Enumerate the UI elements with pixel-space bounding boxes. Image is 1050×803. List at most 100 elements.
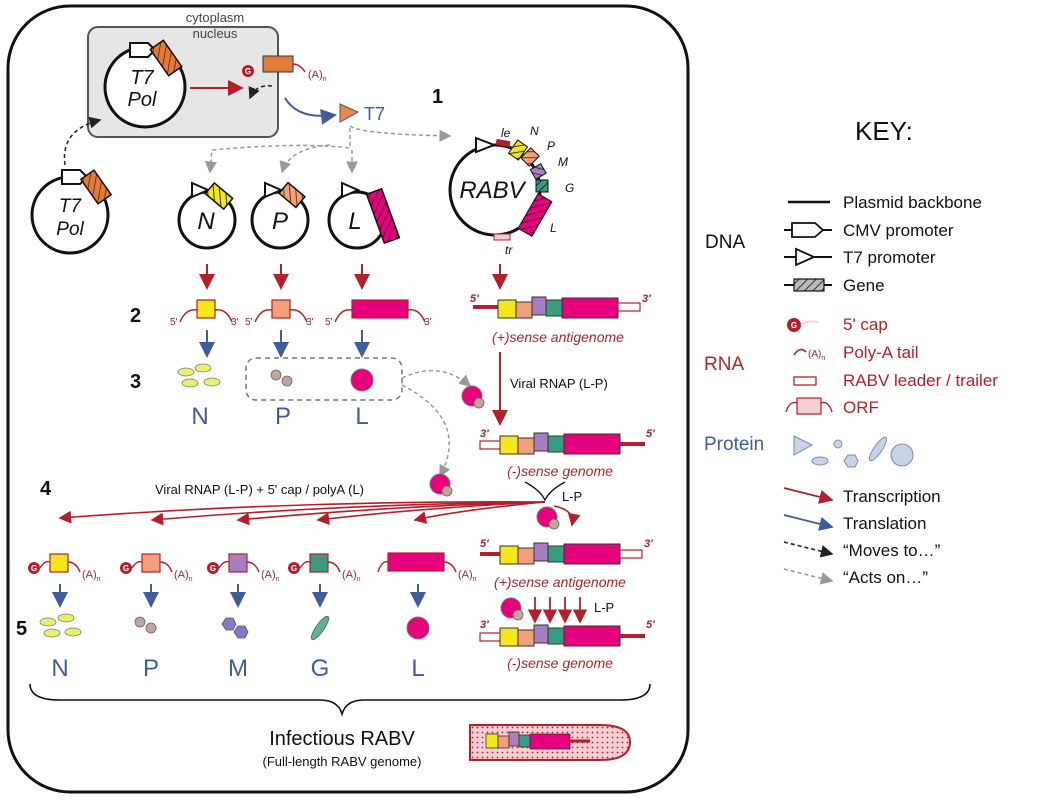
- key-rna-item-4: ORF: [843, 398, 879, 417]
- antigenome-row2: 5' 3': [470, 293, 651, 319]
- svg-text:(A)n: (A)n: [808, 349, 825, 362]
- rabv-seg-tr: tr: [505, 243, 513, 257]
- n-plasmid: N: [177, 181, 237, 250]
- svg-text:(A)n: (A)n: [342, 569, 361, 583]
- protein-l-row3: [350, 368, 374, 392]
- svg-text:5': 5': [170, 317, 178, 328]
- rnap-complex-b: [429, 473, 453, 497]
- protein-l-row5: [406, 616, 430, 640]
- transcription-fan: [58, 501, 546, 526]
- mrna-row4-m: G (A)n: [207, 553, 280, 583]
- arrow-lp-replication: [553, 505, 581, 527]
- svg-text:(A)n: (A)n: [174, 569, 193, 583]
- svg-text:L: L: [348, 208, 361, 235]
- row5-label-g: G: [311, 655, 330, 682]
- t7-protein-triangle: [339, 103, 360, 123]
- step-4: 4: [40, 478, 52, 500]
- label-viral-rnap: Viral RNAP (L-P): [510, 376, 608, 391]
- svg-text:G: G: [210, 564, 216, 573]
- key-rna-label: RNA: [704, 354, 744, 375]
- svg-text:G: G: [245, 67, 251, 76]
- label-plus-antigenome-2: (+)sense antigenome: [494, 574, 626, 590]
- step-1: 1: [432, 86, 443, 108]
- arrow-translation-t7: [284, 97, 337, 125]
- label-plus-antigenome-1: (+)sense antigenome: [492, 329, 624, 345]
- rabv-seg-n: N: [530, 124, 539, 138]
- t7pol-plasmid-cytoplasm: T7 Pol: [30, 169, 113, 255]
- key-cap-icon: G: [787, 318, 819, 332]
- svg-text:RABV: RABV: [459, 177, 526, 204]
- rabv-seg-le: le: [501, 126, 511, 140]
- arrow-rnp-to-step4: [401, 384, 451, 478]
- svg-text:Pol: Pol: [56, 219, 84, 240]
- protein-g-row5: [310, 615, 330, 641]
- svg-text:3': 3': [480, 619, 489, 631]
- key-protein-label: Protein: [704, 434, 764, 455]
- key-arrow-4: “Acts on…”: [843, 568, 928, 587]
- rnap-complex-a: [461, 385, 485, 409]
- svg-text:3': 3': [480, 428, 489, 440]
- t7pol-mrna: G (A)n: [242, 55, 327, 83]
- arrow-acts-on-n: [204, 128, 351, 174]
- key-arrow-3: “Moves to…”: [843, 541, 941, 560]
- label-viral-rnap-cap: Viral RNAP (L-P) + 5' cap / polyA (L): [155, 482, 364, 497]
- key-rna-item-2: Poly-A tail: [843, 343, 919, 362]
- row5-label-p: P: [143, 655, 159, 682]
- step-3: 3: [130, 371, 141, 393]
- row3-label-p: P: [275, 403, 291, 430]
- l-plasmid: L: [327, 181, 401, 250]
- mrna-l: 5' 3': [325, 299, 432, 328]
- mrna-row4-n: G (A)n: [28, 553, 101, 583]
- svg-text:5': 5': [646, 619, 655, 631]
- row3-label-l: L: [355, 403, 368, 430]
- label-lp-1: L-P: [562, 489, 582, 504]
- minus-genome-row3: 3' 5': [479, 428, 655, 455]
- key-arrow-2: Translation: [843, 514, 926, 533]
- key-orf-icon: [785, 397, 833, 415]
- svg-text:3': 3': [642, 293, 651, 305]
- rnap-complex-d: [500, 597, 524, 621]
- rabv-seg-p: P: [547, 139, 555, 153]
- step-5: 5: [16, 618, 27, 640]
- row3-label-n: N: [191, 403, 208, 430]
- svg-text:G: G: [291, 564, 297, 573]
- row5-label-n: N: [51, 655, 68, 682]
- rnap-complex-c: [536, 506, 560, 530]
- key-transcription-arrow-icon: [783, 487, 834, 504]
- bottom-brace: [29, 683, 651, 717]
- rabv-virion: [469, 724, 632, 761]
- rabv-seg-g: G: [565, 181, 574, 195]
- svg-text:3': 3': [424, 317, 432, 328]
- svg-text:5': 5': [480, 538, 489, 550]
- protein-m-row5: [221, 617, 249, 639]
- arrow-moves-mrna-out: [248, 85, 273, 100]
- mrna-n: 5' 3': [170, 299, 239, 328]
- mrna-p: 5' 3': [245, 299, 314, 328]
- antigenome-row4: 5' 3': [480, 538, 653, 565]
- svg-text:3': 3': [644, 538, 653, 550]
- key-dna-item-2: CMV promoter: [843, 221, 954, 240]
- bottom-subtitle: (Full-length RABV genome): [263, 754, 422, 769]
- svg-text:P: P: [272, 208, 288, 235]
- key-leader-trailer-icon: [793, 376, 817, 386]
- protein-n-row3: [177, 363, 221, 388]
- t7-protein-label: T7: [364, 104, 385, 124]
- svg-text:(A)n: (A)n: [82, 569, 101, 583]
- arrow-acts-on-rabv: [349, 125, 452, 142]
- key-title: KEY:: [855, 116, 913, 146]
- key-t7-promoter-icon: [784, 247, 832, 267]
- svg-text:5': 5': [470, 293, 479, 305]
- label-minus-genome-1: (-)sense genome: [507, 463, 613, 479]
- row5-label-m: M: [228, 655, 248, 682]
- row5-label-l: L: [411, 655, 424, 682]
- protein-p-row3: [270, 369, 293, 387]
- mrna-row4-g: G (A)n: [288, 553, 361, 583]
- svg-text:3': 3': [231, 317, 239, 328]
- key-dna-item-4: Gene: [843, 276, 885, 295]
- minus-genome-row5: 3' 5': [479, 619, 655, 647]
- key-rna-item-3: RABV leader / trailer: [843, 371, 998, 390]
- svg-text:3': 3': [306, 317, 314, 328]
- mrna-row4-p: G (A)n: [120, 553, 193, 583]
- svg-text:N: N: [197, 208, 215, 235]
- t7pol-nucleus-label-1: T7: [130, 67, 154, 89]
